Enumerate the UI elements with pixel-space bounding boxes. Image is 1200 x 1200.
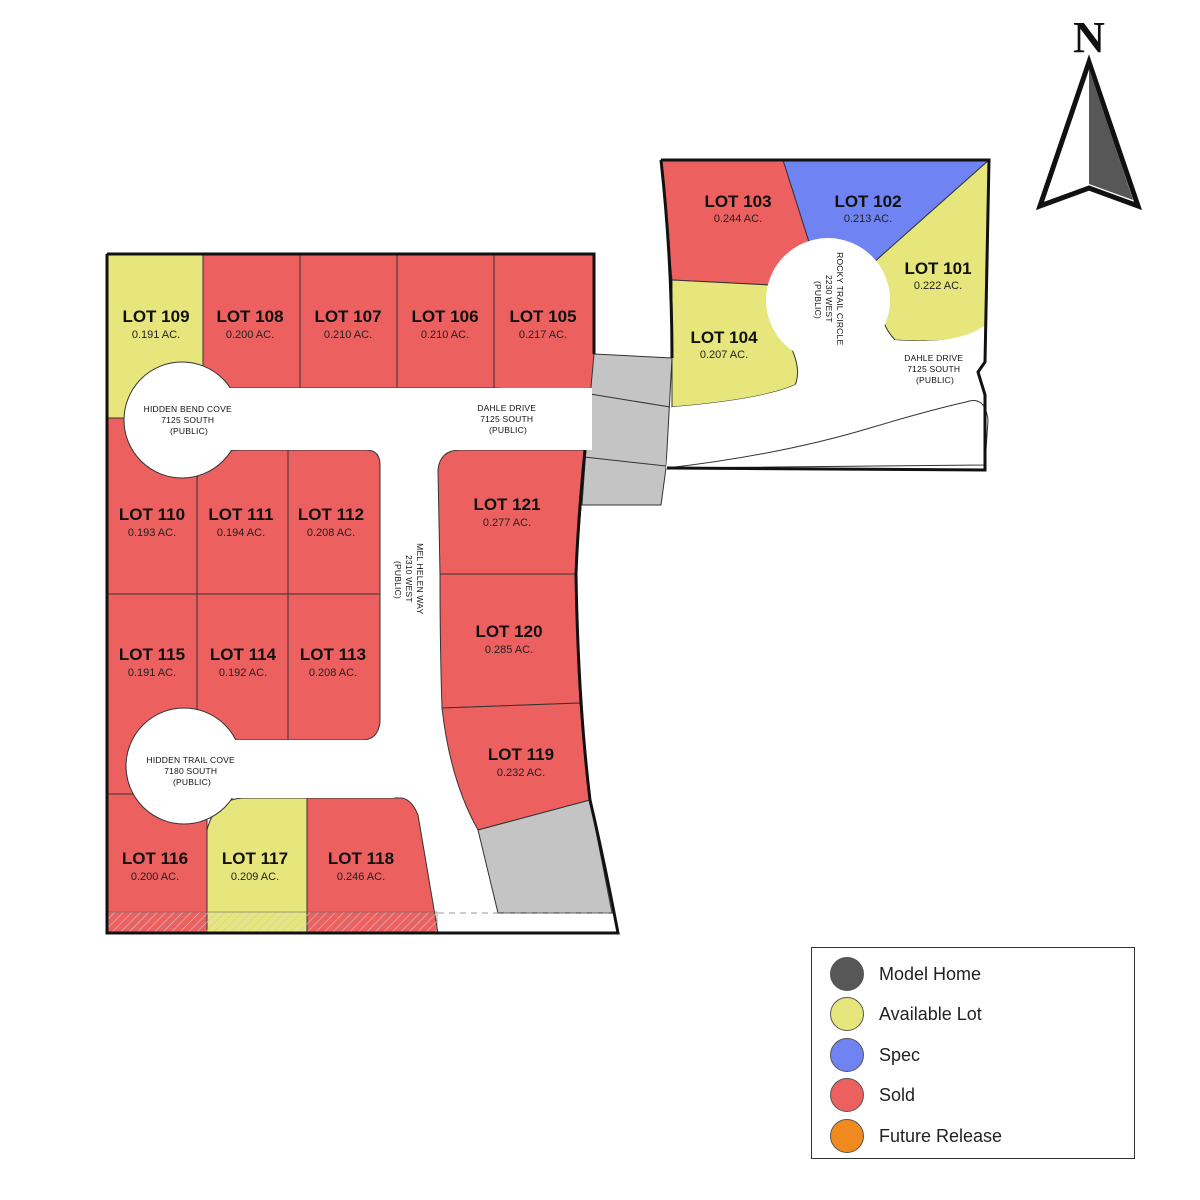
legend-label-future-release: Future Release xyxy=(879,1125,1003,1146)
hatched-easement xyxy=(106,911,438,934)
lot-113-number: LOT 113 xyxy=(300,645,366,664)
lot-119-acres: 0.232 AC. xyxy=(497,767,545,779)
lot-102-number: LOT 102 xyxy=(834,192,901,211)
legend-label-available: Available Lot xyxy=(879,1003,982,1024)
legend-swatch-model-home xyxy=(830,957,864,991)
lot-115-number: LOT 115 xyxy=(119,645,185,664)
lot-106-number: LOT 106 xyxy=(411,307,478,326)
west-boundary xyxy=(105,252,620,935)
lot-109-acres: 0.191 AC. xyxy=(132,329,180,341)
lot-108[interactable] xyxy=(202,253,301,389)
lot-106-acres: 0.210 AC. xyxy=(421,329,469,341)
lot-101-acres: 0.222 AC. xyxy=(914,280,962,292)
lot-109-number: LOT 109 xyxy=(122,307,189,326)
open-space-south xyxy=(477,799,613,914)
legend-swatch-future-release xyxy=(830,1119,864,1153)
hidden-bend-cove-label: HIDDEN BEND COVE 7125 SOUTH (PUBLIC) xyxy=(144,404,235,436)
lot-120-acres: 0.285 AC. xyxy=(485,644,533,656)
mel-helen-way-label: MEL HELEN WAY 2310 WEST (PUBLIC) xyxy=(393,543,425,617)
lot-120[interactable] xyxy=(439,573,581,709)
lot-110-acres: 0.193 AC. xyxy=(128,527,176,539)
east-road xyxy=(666,325,985,468)
lot-105-number: LOT 105 xyxy=(509,307,576,326)
lot-118-number: LOT 118 xyxy=(328,849,394,868)
lot-104-acres: 0.207 AC. xyxy=(700,349,748,361)
legend-item-sold: Sold xyxy=(830,1078,915,1112)
rocky-trail-circle xyxy=(766,238,890,362)
legend-swatch-available xyxy=(830,997,864,1031)
legend-label-spec: Spec xyxy=(879,1044,921,1065)
lot-121-acres: 0.277 AC. xyxy=(483,517,531,529)
lot-117-number: LOT 117 xyxy=(222,849,288,868)
lot-107-number: LOT 107 xyxy=(314,307,381,326)
lot-111-acres: 0.194 AC. xyxy=(217,527,265,539)
lot-116-acres: 0.200 AC. xyxy=(131,871,179,883)
lot-117-acres: 0.209 AC. xyxy=(231,871,279,883)
lot-108-number: LOT 108 xyxy=(216,307,283,326)
lot-103-acres: 0.244 AC. xyxy=(714,213,762,225)
lot-106[interactable] xyxy=(396,253,495,389)
legend-item-available: Available Lot xyxy=(830,997,982,1031)
open-space-connector xyxy=(581,353,673,506)
lot-121-number: LOT 121 xyxy=(473,495,540,514)
legend-item-spec: Spec xyxy=(830,1038,920,1072)
lot-108-acres: 0.200 AC. xyxy=(226,329,274,341)
lot-107-acres: 0.210 AC. xyxy=(324,329,372,341)
lot-115-acres: 0.191 AC. xyxy=(128,667,176,679)
lot-104-number: LOT 104 xyxy=(690,328,758,347)
legend-label-model-home: Model Home xyxy=(879,963,982,984)
rocky-trail-circle-label: ROCKY TRAIL CIRCLE 2230 WEST (PUBLIC) xyxy=(813,252,845,348)
legend-item-future-release: Future Release xyxy=(830,1119,1002,1153)
hidden-trail-cove-label: HIDDEN TRAIL COVE 7180 SOUTH (PUBLIC) xyxy=(147,755,238,787)
east-parcel xyxy=(659,158,991,472)
lot-105-acres: 0.217 AC. xyxy=(519,329,567,341)
lot-120-number: LOT 120 xyxy=(475,622,542,641)
north-label: N xyxy=(1073,13,1105,62)
lot-114-number: LOT 114 xyxy=(210,645,277,664)
lot-101-number: LOT 101 xyxy=(904,259,971,278)
lot-103-number: LOT 103 xyxy=(704,192,771,211)
road-labels: HIDDEN BEND COVE 7125 SOUTH (PUBLIC) DAH… xyxy=(144,252,965,787)
east-boundary xyxy=(659,158,991,472)
lot-112-acres: 0.208 AC. xyxy=(307,527,355,539)
legend-swatch-sold xyxy=(830,1078,864,1112)
lot-112-number: LOT 112 xyxy=(298,505,364,524)
north-arrow: N xyxy=(1035,13,1143,211)
legend-label-sold: Sold xyxy=(879,1084,916,1105)
legend-item-model-home: Model Home xyxy=(830,957,981,991)
dahle-drive-east-label: DAHLE DRIVE 7125 SOUTH (PUBLIC) xyxy=(904,353,965,385)
legend-swatch-spec xyxy=(830,1038,864,1072)
legend: Model Home Available Lot Spec Sold Futur… xyxy=(811,947,1135,1159)
lot-118[interactable] xyxy=(306,797,439,934)
west-parcel xyxy=(105,252,673,935)
dahle-drive-west-label: DAHLE DRIVE 7125 SOUTH (PUBLIC) xyxy=(477,403,538,435)
lot-116-number: LOT 116 xyxy=(122,849,188,868)
lot-118-acres: 0.246 AC. xyxy=(337,871,385,883)
lot-102-acres: 0.213 AC. xyxy=(844,213,892,225)
lot-114-acres: 0.192 AC. xyxy=(219,667,267,679)
lot-112[interactable] xyxy=(287,449,381,595)
lot-113-acres: 0.208 AC. xyxy=(309,667,357,679)
lot-labels: LOT 109 0.191 AC. LOT 108 0.200 AC. LOT … xyxy=(119,192,972,883)
lot-119-number: LOT 119 xyxy=(488,745,554,764)
lot-111-number: LOT 111 xyxy=(208,505,273,524)
lot-110-number: LOT 110 xyxy=(119,505,185,524)
